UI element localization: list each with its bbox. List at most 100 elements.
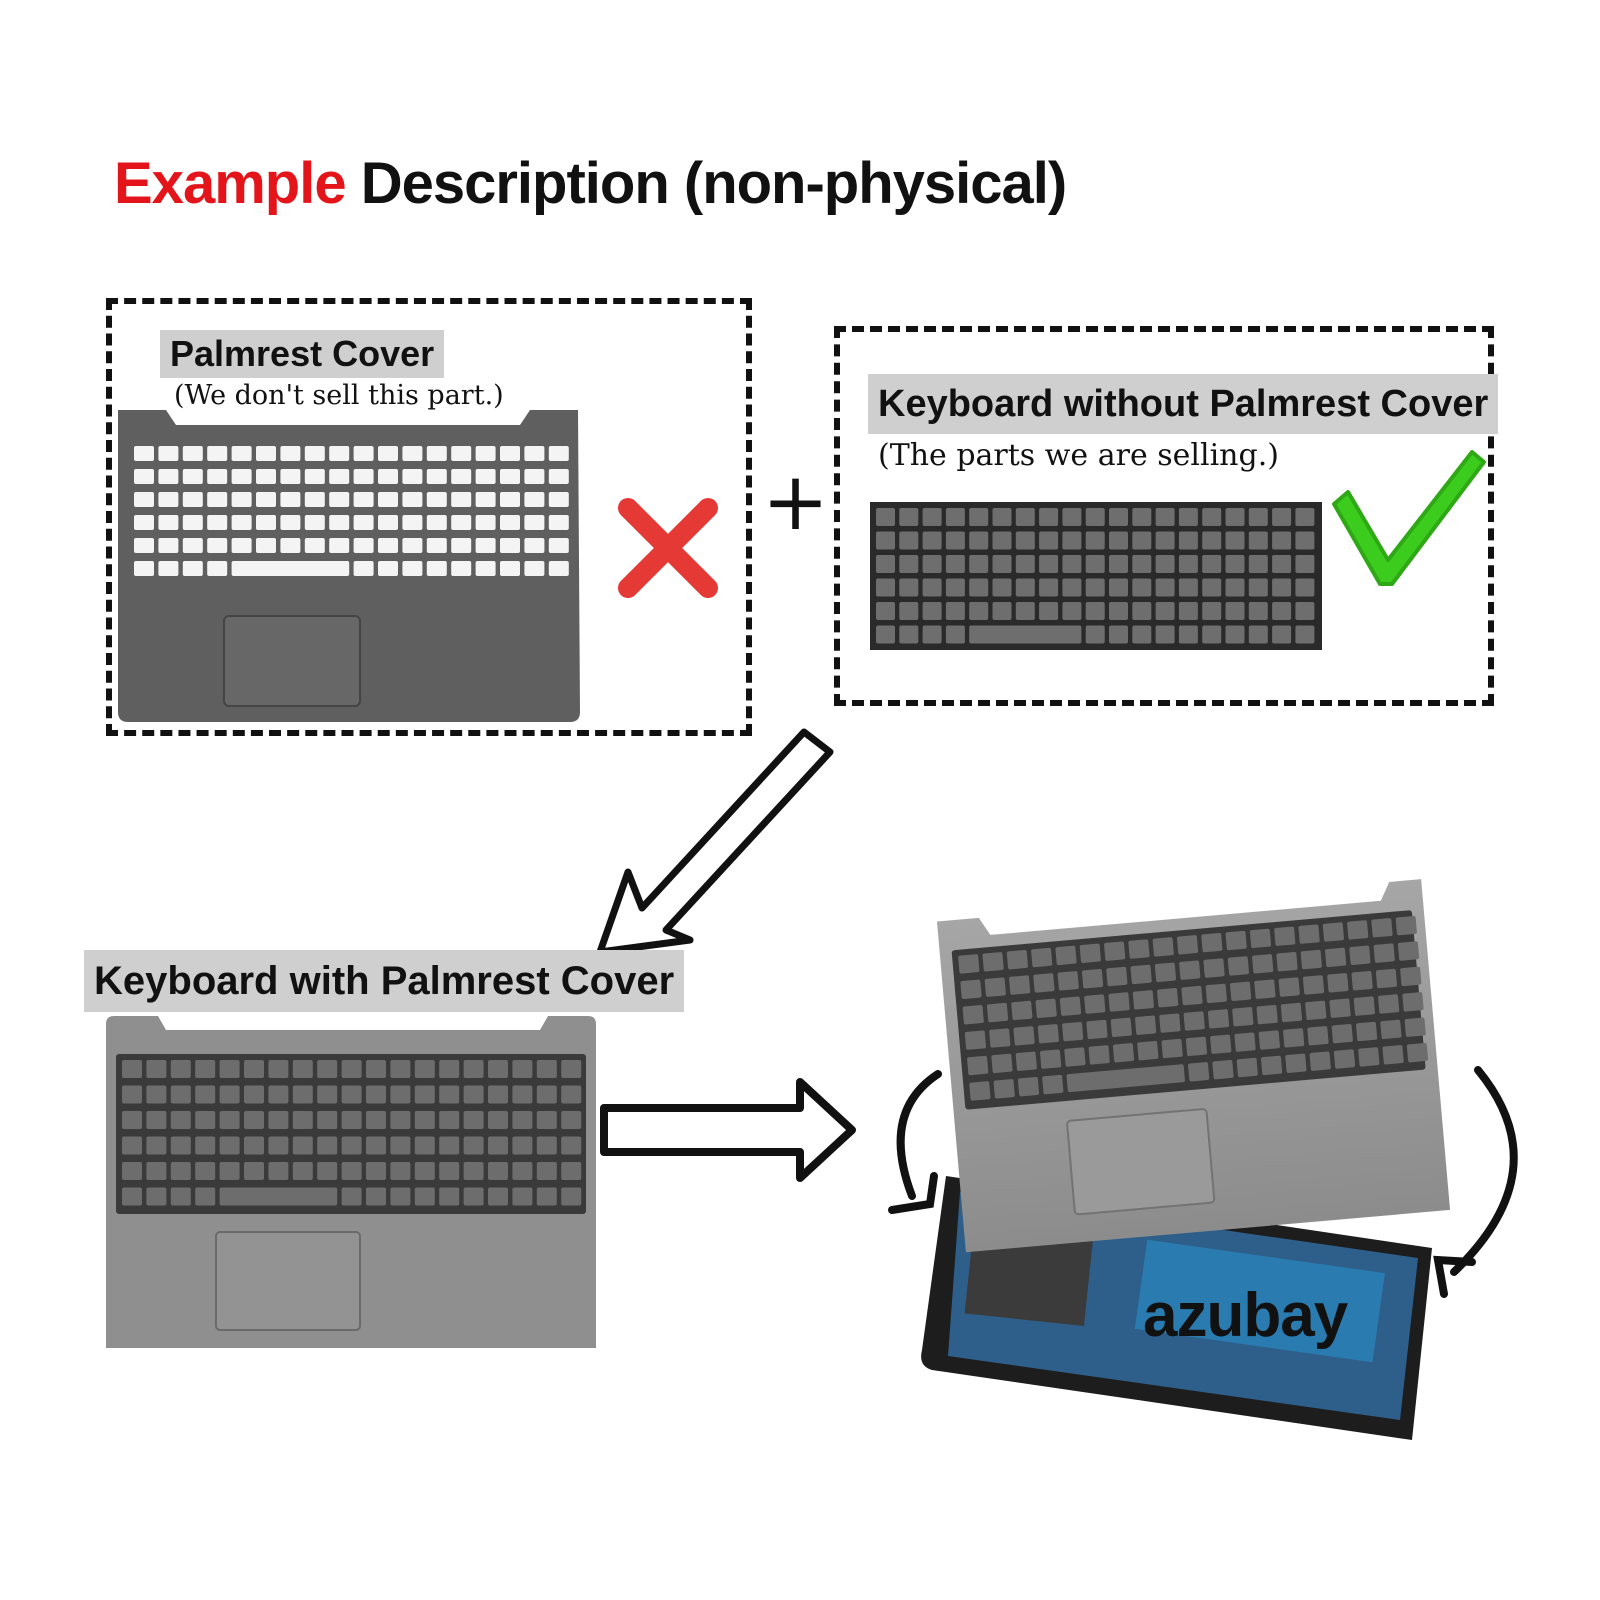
key — [426, 446, 447, 461]
key — [219, 1085, 240, 1104]
key — [1272, 578, 1292, 597]
key — [922, 625, 942, 644]
key — [1155, 625, 1175, 644]
keyboard-with-palmrest-image — [106, 1016, 596, 1348]
key — [475, 515, 496, 530]
key — [1225, 508, 1245, 526]
key — [1178, 602, 1198, 620]
key — [1230, 981, 1252, 1001]
key — [876, 531, 895, 550]
key — [304, 538, 325, 553]
key — [1108, 992, 1130, 1012]
key — [317, 1136, 338, 1155]
key — [244, 1162, 264, 1180]
key — [146, 1162, 167, 1180]
key — [134, 538, 154, 553]
key — [1295, 508, 1315, 526]
key — [146, 1187, 167, 1206]
key — [1232, 1007, 1254, 1027]
key — [304, 515, 325, 530]
key — [329, 469, 350, 484]
key — [1329, 998, 1351, 1018]
key — [1395, 915, 1417, 936]
key — [207, 515, 228, 530]
key — [280, 515, 301, 530]
key — [378, 515, 398, 530]
key — [414, 1060, 435, 1078]
key — [1210, 1034, 1232, 1054]
key — [1178, 508, 1198, 526]
key — [500, 469, 520, 484]
key — [353, 492, 374, 507]
key — [536, 1060, 557, 1078]
key — [1015, 508, 1035, 526]
key — [561, 1187, 582, 1206]
key — [1295, 578, 1315, 597]
key — [922, 531, 942, 550]
brand-watermark: azubay — [1143, 1281, 1348, 1350]
key — [1109, 555, 1128, 573]
key — [548, 469, 569, 484]
key — [463, 1162, 484, 1180]
key — [366, 1136, 386, 1155]
key — [964, 1030, 987, 1050]
keyboard-only-note: (The parts we are selling.) — [878, 438, 1279, 473]
key — [876, 602, 895, 620]
key — [1351, 971, 1373, 991]
key — [1062, 531, 1082, 550]
key — [1015, 578, 1035, 597]
key — [1248, 625, 1268, 644]
key — [1132, 508, 1152, 526]
key — [414, 1187, 435, 1206]
key — [512, 1162, 533, 1180]
key — [561, 1085, 582, 1104]
diagonal-arrow — [596, 728, 834, 956]
key — [207, 561, 228, 576]
key — [1031, 947, 1053, 968]
key — [182, 469, 203, 484]
key — [986, 1002, 1009, 1023]
key — [244, 1060, 264, 1078]
key — [1380, 1019, 1402, 1040]
key — [524, 538, 545, 553]
key — [1272, 602, 1292, 620]
key — [170, 1085, 191, 1104]
key — [378, 469, 398, 484]
key — [231, 515, 252, 530]
key — [1397, 941, 1420, 961]
key — [207, 538, 228, 553]
key — [1081, 969, 1104, 989]
key — [1295, 602, 1315, 620]
key — [122, 1187, 142, 1206]
key — [992, 508, 1012, 526]
key — [1202, 578, 1222, 597]
key — [292, 1111, 313, 1129]
key — [548, 538, 569, 553]
key — [426, 515, 447, 530]
key — [876, 555, 895, 573]
key — [390, 1111, 411, 1129]
key — [1249, 928, 1272, 949]
key — [451, 492, 472, 507]
key — [1274, 926, 1296, 946]
key — [548, 492, 569, 507]
key — [536, 1111, 557, 1129]
key — [1188, 1062, 1210, 1082]
key — [134, 515, 154, 530]
key — [1006, 949, 1028, 970]
key — [280, 469, 301, 484]
key — [390, 1085, 411, 1104]
key — [1085, 531, 1105, 550]
key — [1382, 1045, 1404, 1065]
cross-mark-icon — [618, 498, 718, 598]
key — [1085, 625, 1105, 644]
key — [219, 1060, 240, 1078]
key — [378, 446, 398, 461]
key — [1086, 1019, 1108, 1040]
key — [922, 578, 942, 597]
key — [899, 625, 919, 644]
key — [170, 1111, 191, 1129]
key — [1057, 971, 1079, 991]
key — [876, 578, 895, 597]
key — [304, 446, 325, 461]
